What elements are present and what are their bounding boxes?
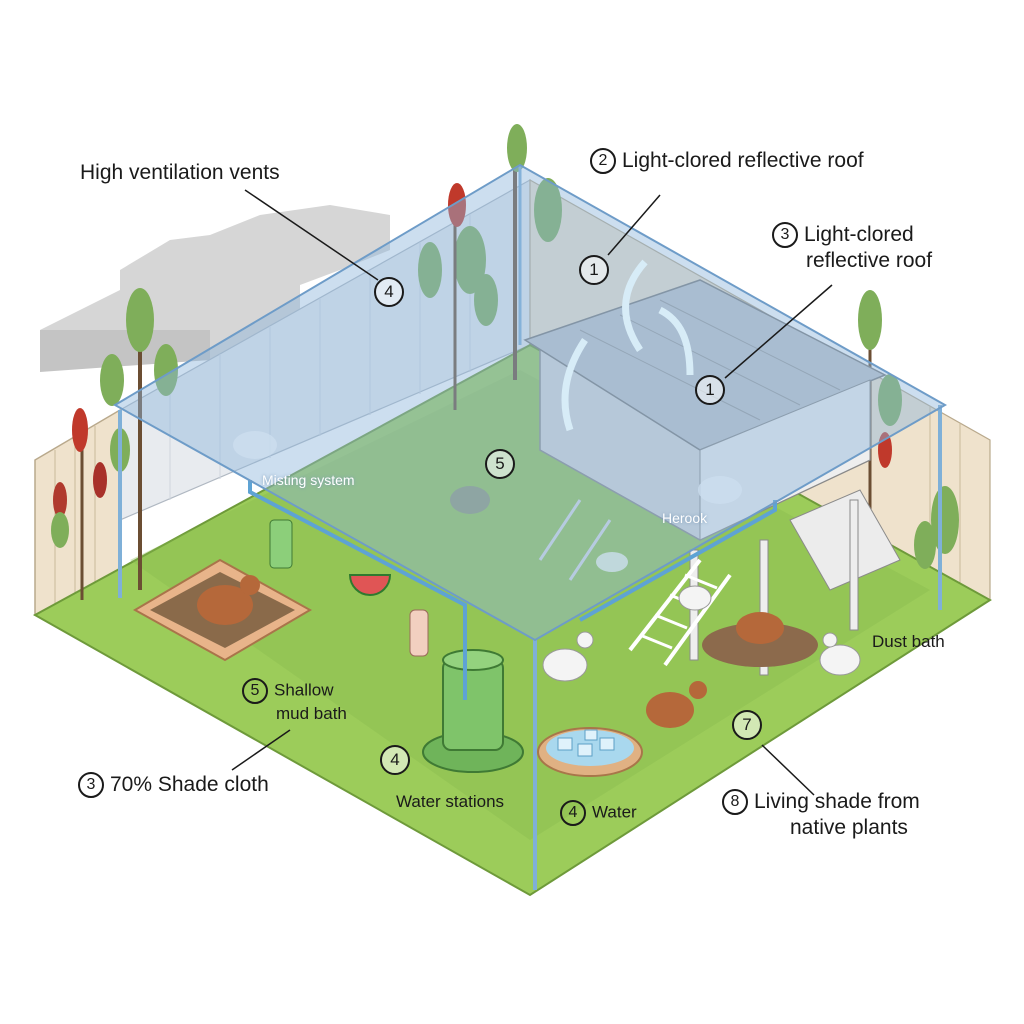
- label-shade-cloth: 3 70% Shade cloth: [78, 772, 269, 799]
- chickens: [197, 486, 861, 728]
- dust-bath: [702, 623, 818, 667]
- hanging-treats: [269, 519, 429, 657]
- label-number-badge: 3: [772, 222, 798, 249]
- bottlebrush-left: [51, 408, 107, 600]
- label-text: Living shade from: [754, 790, 920, 813]
- label-henhouse: Herook: [662, 510, 708, 526]
- chicken-coop: [523, 279, 901, 676]
- marker-roof-b: 1: [695, 375, 725, 405]
- shade-posts: [118, 165, 942, 890]
- label-text: Shallow: [274, 680, 334, 700]
- label-text: Light-clored reflective roof: [622, 149, 864, 172]
- label-text-line2: reflective roof: [806, 249, 933, 273]
- tree-back: [418, 124, 562, 410]
- leader-lines: [231, 189, 833, 796]
- marker-center: 5: [485, 449, 515, 479]
- label-number-badge: 5: [242, 678, 268, 704]
- label-dust-bath: Dust bath: [872, 632, 945, 651]
- label-text: 70% Shade cloth: [110, 773, 269, 796]
- label-high-ventilation-vents: High ventilation vents: [80, 161, 280, 184]
- label-misting-system: Misting system: [262, 472, 355, 488]
- fence-left: [34, 408, 121, 617]
- label-number-badge: 3: [78, 772, 104, 799]
- water-tub: [537, 727, 643, 777]
- label-text: Water: [592, 802, 637, 822]
- label-text-line2: native plants: [790, 816, 908, 840]
- marker-water-stations: 4: [380, 745, 410, 775]
- marker-roof-a: 1: [579, 255, 609, 285]
- label-living-shade: 8 Living shade from native plants: [722, 789, 920, 841]
- airflow-arrows: [561, 259, 694, 432]
- label-water: 4 Water: [560, 800, 637, 826]
- water-feeder: [422, 649, 524, 773]
- shade-cloth: [112, 163, 948, 642]
- coop-ramp: [538, 499, 732, 667]
- label-reflective-roof-3: 3 Light-clored reflective roof: [772, 222, 932, 274]
- label-reflective-roof-2: 2 Light-clored reflective roof: [590, 148, 864, 175]
- label-text-line2: mud bath: [276, 704, 347, 723]
- label-text: Light-clored: [804, 223, 914, 246]
- label-number-badge: 8: [722, 789, 748, 816]
- label-water-stations: Water stations: [396, 792, 505, 811]
- marker-native-plants: 7: [732, 710, 762, 740]
- label-number-badge: 2: [590, 148, 616, 175]
- label-number-badge: 4: [560, 800, 586, 826]
- label-shallow-mud-bath: 5 Shallow mud bath: [242, 678, 347, 724]
- marker-vent: 4: [374, 277, 404, 307]
